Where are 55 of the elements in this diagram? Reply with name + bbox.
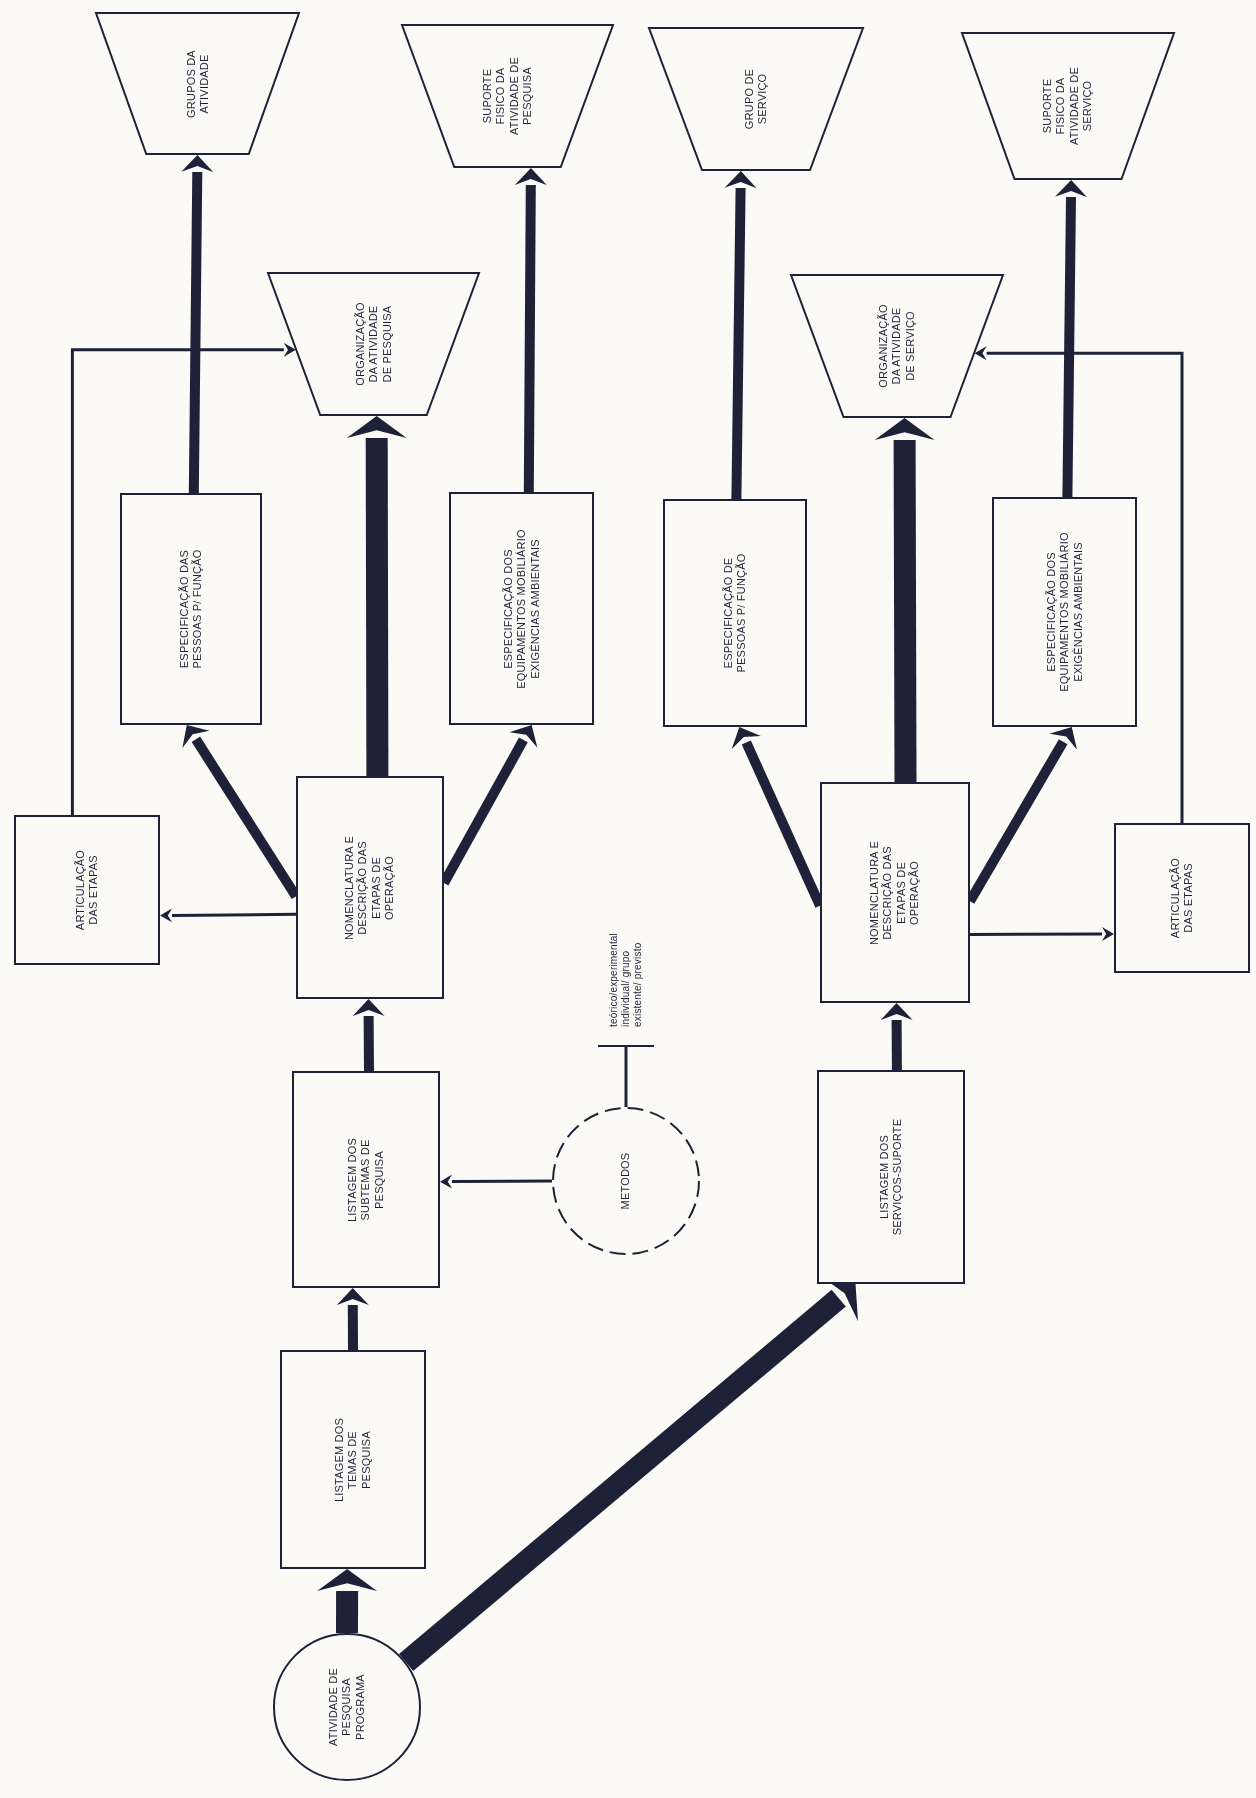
process-box	[296, 776, 444, 999]
node-label: ESPECIFICAÇÃO DE PESSOAS P/ FUNÇÃO	[721, 552, 748, 675]
arrow	[440, 1174, 552, 1189]
arrow	[336, 1288, 369, 1350]
process-box	[820, 782, 970, 1003]
node-label: SUPORTE FISICO DA ATIVIDADE DE PESQUISA	[480, 56, 534, 137]
trapezoid-box	[95, 12, 300, 155]
node-label: ESPECIFICAÇÃO DOS EQUIPAMENTOS MOBILIÁRIO EXIGÊNCIAS AMBIENTAIS	[501, 527, 542, 690]
arrow	[970, 927, 1114, 941]
process-box	[992, 497, 1137, 727]
process-box	[292, 1071, 440, 1288]
node-label: ESPECIFICAÇÃO DOS EQUIPAMENTOS MOBILIÁRIO EXIGÊNCIAS AMBIENTAIS	[1044, 531, 1085, 693]
trapezoid-box	[648, 27, 864, 171]
arrow	[974, 346, 1184, 823]
connector-line	[624, 1047, 628, 1107]
node-label: ATIVIDADE DE PESQUISA PROGRAMA	[326, 1667, 367, 1748]
node-label: ARTICULAÇÃO DAS ETAPAS	[1168, 856, 1195, 941]
arrow	[317, 1569, 378, 1634]
arrow	[160, 908, 296, 923]
process-box	[817, 1070, 965, 1284]
trapezoid-box	[267, 272, 480, 416]
node-label: NOMENCLATURA E DESCRIÇÃO DAS ETAPAS DE OPERAÇÃO	[868, 839, 922, 947]
node-label: NOMENCLATURA E DESCRIÇÃO DAS ETAPAS DE OPERAÇÃO	[343, 834, 397, 942]
arrow	[874, 418, 935, 783]
node-label: ARTICULAÇÃO DAS ETAPAS	[73, 848, 100, 933]
start-circle	[273, 1633, 421, 1781]
arrow	[514, 168, 547, 493]
node-label: METODOS	[619, 1151, 633, 1212]
node-label: LISTAGEM DOS SUBTEMAS DE PESQUISA	[345, 1136, 386, 1224]
arrow	[1055, 180, 1087, 498]
node-label: GRUPO DE SERVIÇO	[742, 67, 769, 132]
arrow	[70, 342, 296, 815]
dashed-circle	[552, 1107, 700, 1255]
process-box	[449, 492, 594, 725]
arrow	[181, 155, 214, 494]
arrow	[346, 416, 407, 777]
node-label: ESPECIFICAÇÃO DAS PESSOAS P/ FUNÇÃO	[177, 548, 204, 671]
process-box	[280, 1350, 426, 1569]
process-box	[120, 493, 262, 725]
node-label: LISTAGEM DOS SERVIÇOS-SUPORTE	[877, 1117, 904, 1238]
process-box	[14, 815, 160, 965]
node-label: GRUPOS DA ATIVIDADE	[184, 48, 211, 120]
trapezoid-box	[790, 274, 1004, 418]
arrow	[724, 171, 757, 500]
node-label: SUPORTE FISICO DA ATIVIDADE DE SERVIÇO	[1041, 66, 1095, 147]
process-box	[663, 499, 807, 727]
node-label: LISTAGEM DOS TEMAS DE PESQUISA	[332, 1416, 373, 1504]
node-label: ORGANIZAÇÃO DA ATIVIDADE DE PESQUISA	[353, 301, 394, 388]
arrow	[880, 1003, 913, 1071]
trapezoid-box	[961, 32, 1175, 180]
note-text: teórico/experimental individual/ grupo existente/ previsto	[608, 931, 644, 1027]
process-box	[1114, 823, 1250, 973]
arrow	[352, 999, 385, 1072]
trapezoid-box	[401, 24, 614, 168]
node-label: ORGANIZAÇÃO DA ATIVIDADE DE SERVIÇO	[876, 303, 917, 390]
